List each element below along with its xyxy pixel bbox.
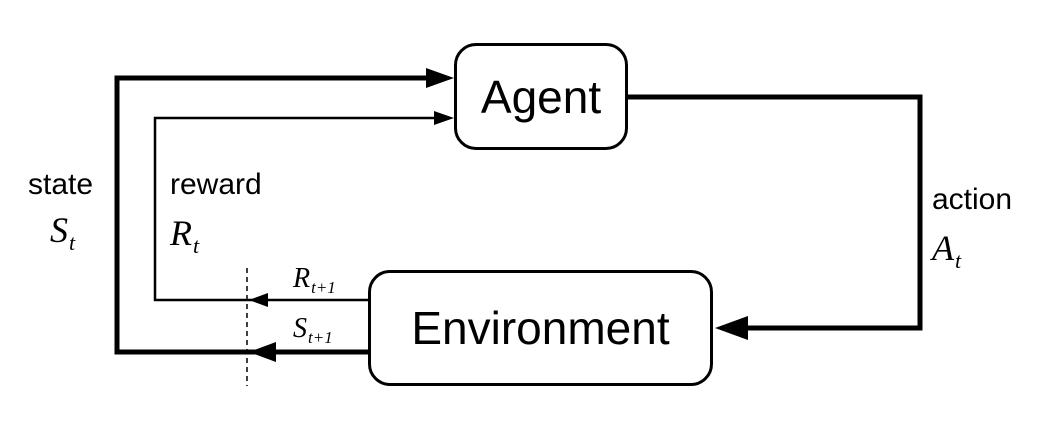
action-symbol: At [932,228,961,272]
next-state-symbol-subscript: t+1 [308,328,333,347]
action-symbol-subscript: t [955,248,962,273]
agent-label: Agent [480,70,602,123]
reward-symbol-subscript: t [193,233,200,258]
state-symbol-letter: S [50,210,68,250]
environment-label: Environment [411,302,670,354]
state-symbol: St [50,210,75,254]
next-state-arrowhead [249,342,276,362]
next-reward-symbol-letter: R [293,263,311,294]
reward-label: reward [170,168,262,201]
state-arrow-line [114,75,432,355]
next-reward-symbol-subscript: t+1 [311,278,336,297]
reward-symbol: Rt [170,213,199,257]
action-arrowhead [715,316,748,340]
state-symbol-subscript: t [69,230,76,255]
environment-box: Environment [368,270,713,386]
state-label: state [28,168,94,201]
next-state-symbol: St+1 [293,313,333,347]
action-arrow-line [628,94,923,331]
next-reward-symbol: Rt+1 [293,263,336,297]
state-arrowhead [426,68,454,88]
next-state-symbol-letter: S [293,313,307,344]
action-label: action [932,183,1013,216]
reward-arrowhead [434,111,454,125]
reward-symbol-letter: R [170,213,192,253]
next-reward-arrowhead [249,293,268,307]
action-symbol-letter: A [932,228,954,268]
agent-box: Agent [454,43,628,150]
